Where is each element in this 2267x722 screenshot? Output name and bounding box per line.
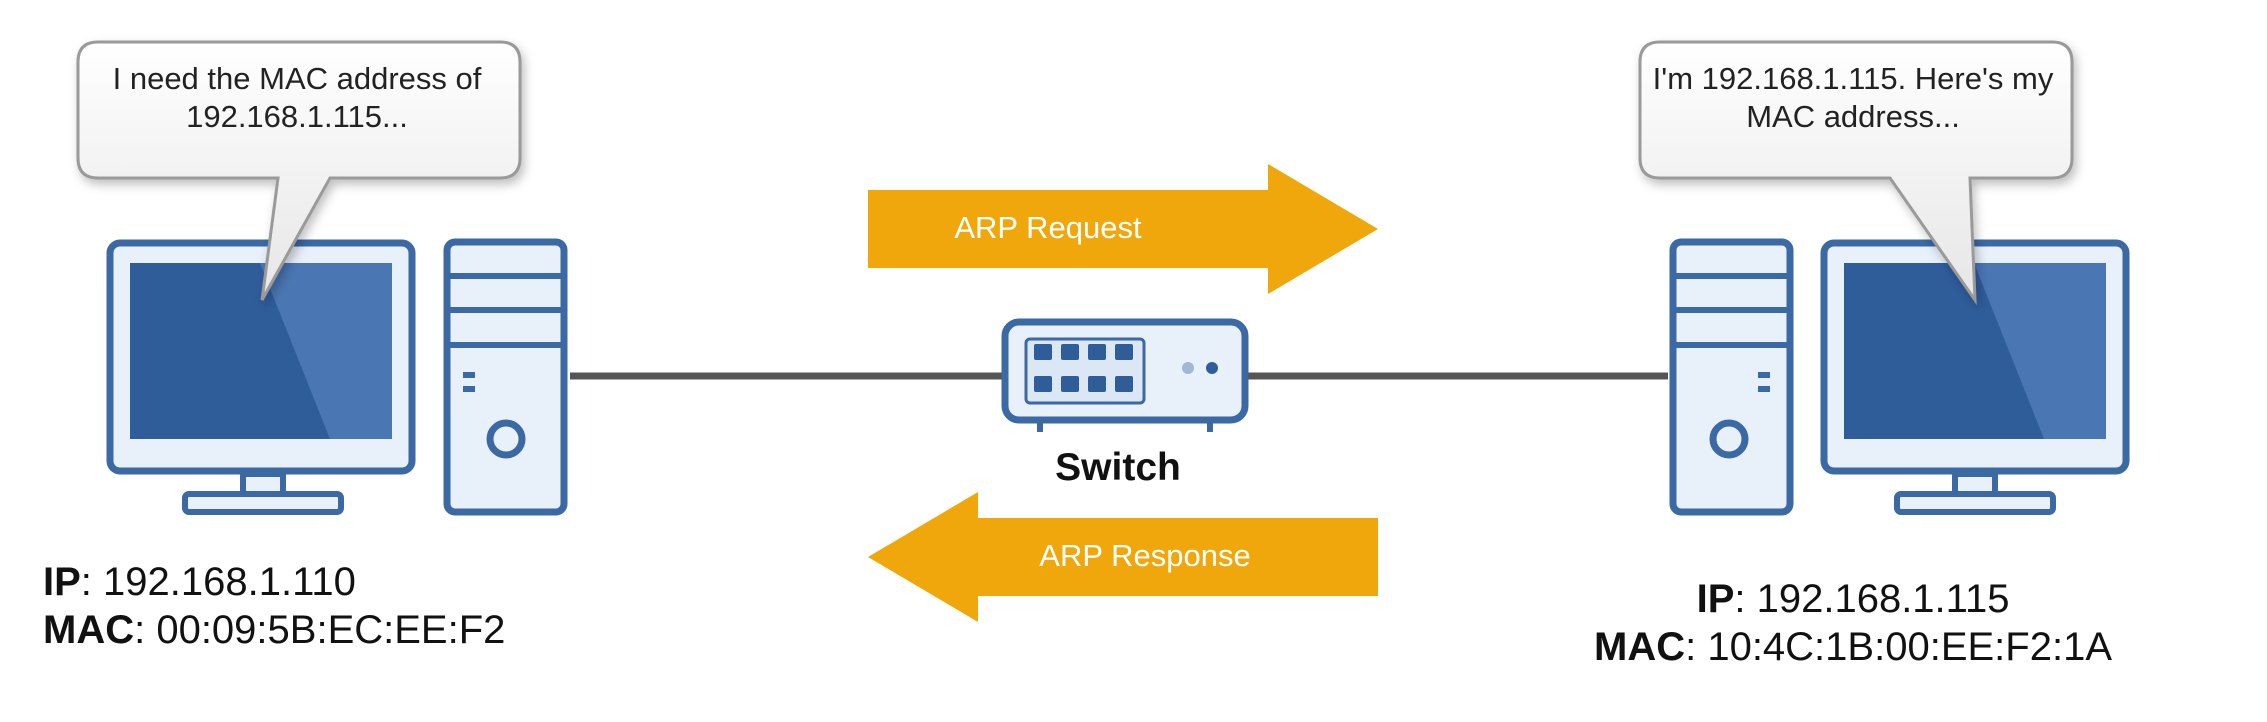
right-tower: [1669, 238, 1794, 516]
right-mac-line: MAC: 10:4C:1B:00:EE:F2:1A: [1594, 623, 2112, 671]
right-mac-label: MAC: [1594, 625, 1686, 669]
left-mac-value: : 00:09:5B:EC:EE:F2: [134, 608, 506, 652]
arp-response-label: ARP Response: [1039, 538, 1251, 573]
right-ip-label: IP: [1696, 577, 1735, 621]
right-monitor: [1820, 239, 2130, 515]
left-host-info: IP: 192.168.1.110 MAC: 00:09:5B:EC:EE:F2: [43, 558, 505, 654]
arp-response-arrow: [868, 492, 1378, 622]
right-ip-value: : 192.168.1.115: [1734, 577, 2010, 621]
left-ip-label: IP: [43, 560, 81, 604]
right-ip-line: IP: 192.168.1.115: [1594, 575, 2112, 623]
right-speech-text: I'm 192.168.1.115. Here's my MAC address…: [1652, 61, 2054, 134]
left-speech-text: I need the MAC address of 192.168.1.115.…: [112, 61, 482, 134]
right-speech-bubble: [1638, 40, 2074, 306]
right-mac-value: : 10:4C:1B:00:EE:F2:1A: [1685, 625, 2113, 669]
switch-device: [1001, 318, 1249, 432]
right-host-info: IP: 192.168.1.115 MAC: 10:4C:1B:00:EE:F2…: [1594, 575, 2112, 671]
left-speech-bubble: [76, 40, 522, 301]
switch-label: Switch: [1055, 446, 1181, 489]
left-monitor: [106, 239, 416, 515]
arp-request-arrow: [868, 164, 1378, 294]
left-mac-line: MAC: 00:09:5B:EC:EE:F2: [43, 606, 505, 654]
left-ip-value: : 192.168.1.110: [80, 560, 356, 604]
left-ip-line: IP: 192.168.1.110: [43, 558, 505, 606]
arp-request-label: ARP Request: [954, 210, 1142, 245]
left-tower: [443, 238, 568, 516]
left-mac-label: MAC: [43, 608, 135, 652]
